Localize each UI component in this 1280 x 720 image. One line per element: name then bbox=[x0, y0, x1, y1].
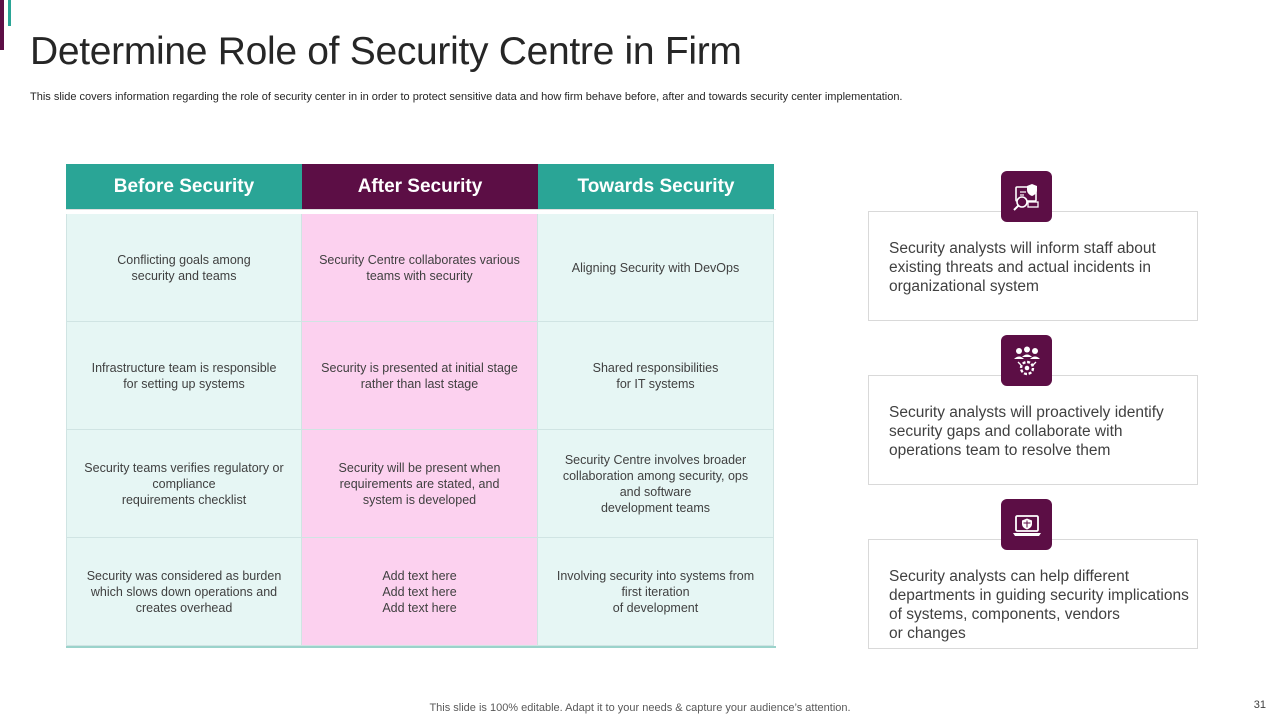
card-text: Security analysts can help different dep… bbox=[889, 568, 1189, 642]
info-card-inform-staff: Security analysts will inform staff abou… bbox=[868, 211, 1198, 321]
slide-subtitle: This slide covers information regarding … bbox=[30, 91, 903, 103]
accent-bar bbox=[0, 0, 4, 50]
header-before-security: Before Security bbox=[66, 164, 302, 209]
table-row: Security teams verifies regulatory or co… bbox=[66, 430, 776, 538]
laptop-shield-icon bbox=[1001, 499, 1052, 550]
info-card-guide-departments: Security analysts can help different dep… bbox=[868, 539, 1198, 649]
page-number: 31 bbox=[1253, 699, 1266, 711]
table-cell: Security Centre involves broader collabo… bbox=[538, 430, 774, 538]
table-cell: Security is presented at initial stage r… bbox=[302, 322, 538, 430]
slide-title: Determine Role of Security Centre in Fir… bbox=[30, 30, 742, 73]
table-cell: Security Centre collaborates various tea… bbox=[302, 214, 538, 322]
security-comparison-table: Before Security After Security Towards S… bbox=[66, 164, 776, 648]
table-cell: Conflicting goals among security and tea… bbox=[66, 214, 302, 322]
accent-bar-secondary bbox=[8, 0, 11, 26]
card-text: Security analysts will inform staff abou… bbox=[889, 240, 1156, 295]
table-cell: Security was considered as burden which … bbox=[66, 538, 302, 646]
table-cell: Security teams verifies regulatory or co… bbox=[66, 430, 302, 538]
table-cell: Infrastructure team is responsible for s… bbox=[66, 322, 302, 430]
team-gear-icon bbox=[1001, 335, 1052, 386]
header-gap bbox=[66, 209, 776, 214]
table-cell: Shared responsibilities for IT systems bbox=[538, 322, 774, 430]
table-row: Infrastructure team is responsible for s… bbox=[66, 322, 776, 430]
header-towards-security: Towards Security bbox=[538, 164, 774, 209]
table-cell: Security will be present when requiremen… bbox=[302, 430, 538, 538]
table-cell: Add text here Add text here Add text her… bbox=[302, 538, 538, 646]
header-after-security: After Security bbox=[302, 164, 538, 209]
card-text: Security analysts will proactively ident… bbox=[889, 404, 1164, 459]
table-cell: Aligning Security with DevOps bbox=[538, 214, 774, 322]
table-bottom-border bbox=[66, 646, 776, 648]
table-header: Before Security After Security Towards S… bbox=[66, 164, 776, 209]
info-card-identify-gaps: Security analysts will proactively ident… bbox=[868, 375, 1198, 485]
security-analysis-icon bbox=[1001, 171, 1052, 222]
table-row: Conflicting goals among security and tea… bbox=[66, 214, 776, 322]
table-cell: Involving security into systems from fir… bbox=[538, 538, 774, 646]
slide-footer: This slide is 100% editable. Adapt it to… bbox=[429, 702, 851, 714]
table-row: Security was considered as burden which … bbox=[66, 538, 776, 646]
